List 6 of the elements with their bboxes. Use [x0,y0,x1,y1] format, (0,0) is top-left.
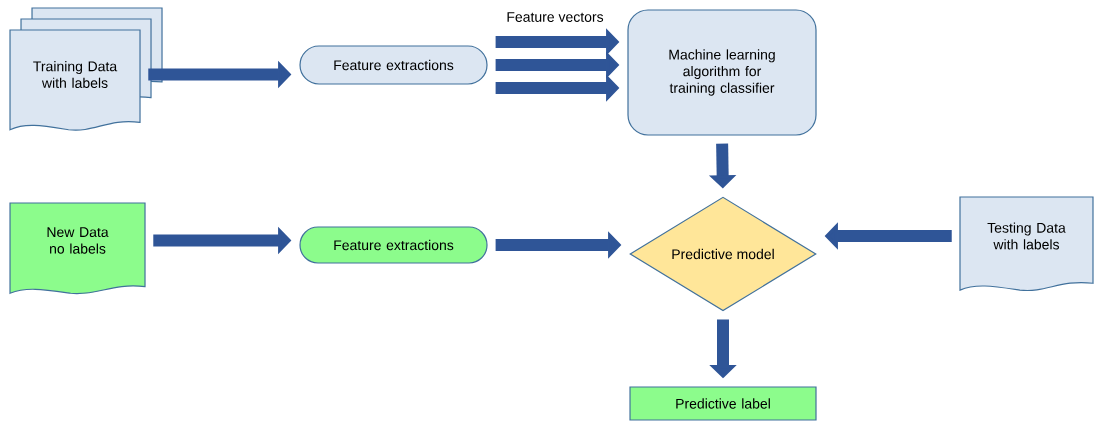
process-box: Machine learning algorithm for training classifier [627,9,817,136]
output-box: Predictive label [629,386,817,421]
annotation-text: Feature vectors [507,12,604,22]
process-pill: Feature extractions [299,226,488,264]
document-stack: Training Data with labels [9,7,163,131]
process-pill: Feature extractions [299,45,488,85]
